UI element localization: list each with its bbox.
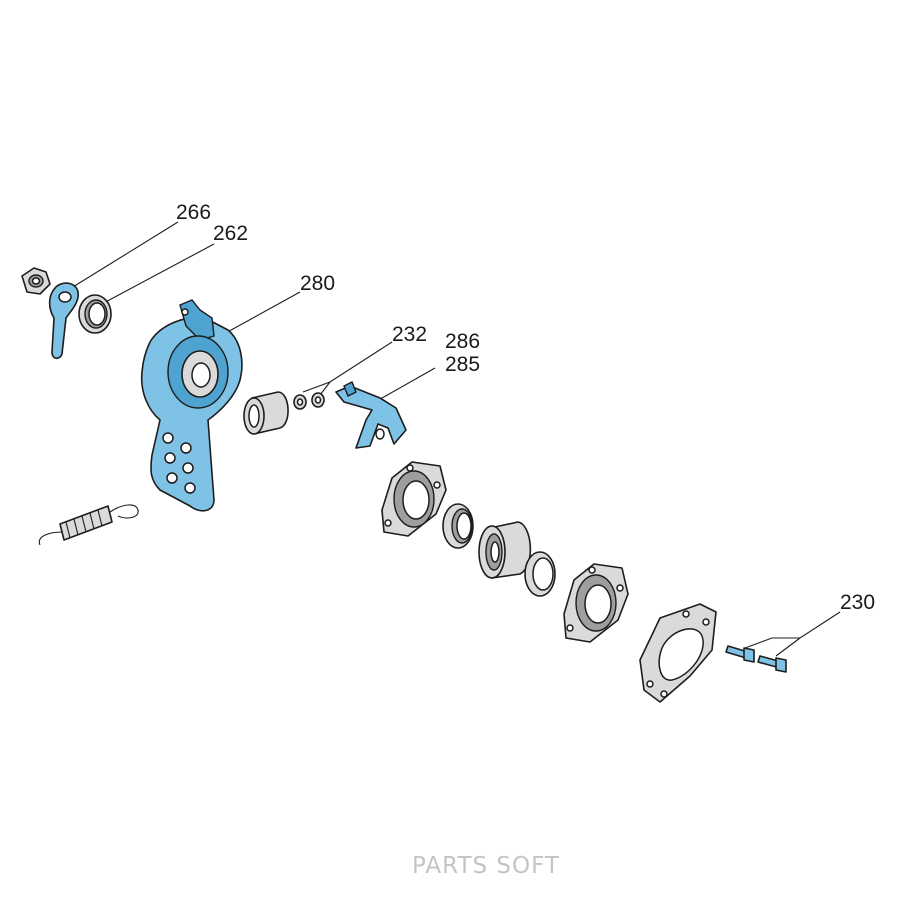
leader-230 bbox=[744, 611, 841, 649]
leader-230b bbox=[775, 637, 801, 657]
leader-266 bbox=[67, 221, 179, 291]
part-232-washers bbox=[293, 392, 325, 410]
callout-285: 285 bbox=[445, 353, 481, 376]
seal-ring-2 bbox=[442, 503, 474, 549]
callout-286: 286 bbox=[445, 330, 481, 353]
hex-nut bbox=[21, 267, 51, 295]
part-262-seal bbox=[78, 294, 112, 334]
leader-232b bbox=[319, 381, 331, 396]
callout-266: 266 bbox=[176, 201, 212, 224]
part-266-lever bbox=[48, 282, 80, 360]
mounting-plate bbox=[639, 603, 717, 703]
bushing bbox=[243, 391, 289, 435]
part-285-bracket bbox=[335, 381, 407, 449]
watermark: PARTS SOFT bbox=[412, 853, 560, 879]
flange-plate-1 bbox=[381, 461, 447, 537]
return-spring bbox=[38, 504, 139, 546]
flange-plate-2 bbox=[563, 563, 629, 643]
leader-lines bbox=[67, 221, 841, 657]
callout-230: 230 bbox=[840, 591, 876, 614]
seal-ring-3 bbox=[524, 551, 556, 597]
callout-262: 262 bbox=[213, 222, 249, 245]
leader-262 bbox=[97, 243, 215, 307]
part-280-slack-adjuster bbox=[140, 299, 243, 512]
callout-232: 232 bbox=[392, 323, 428, 346]
part-230-bolts bbox=[725, 645, 787, 673]
bearing bbox=[478, 521, 532, 579]
callout-280: 280 bbox=[300, 272, 336, 295]
